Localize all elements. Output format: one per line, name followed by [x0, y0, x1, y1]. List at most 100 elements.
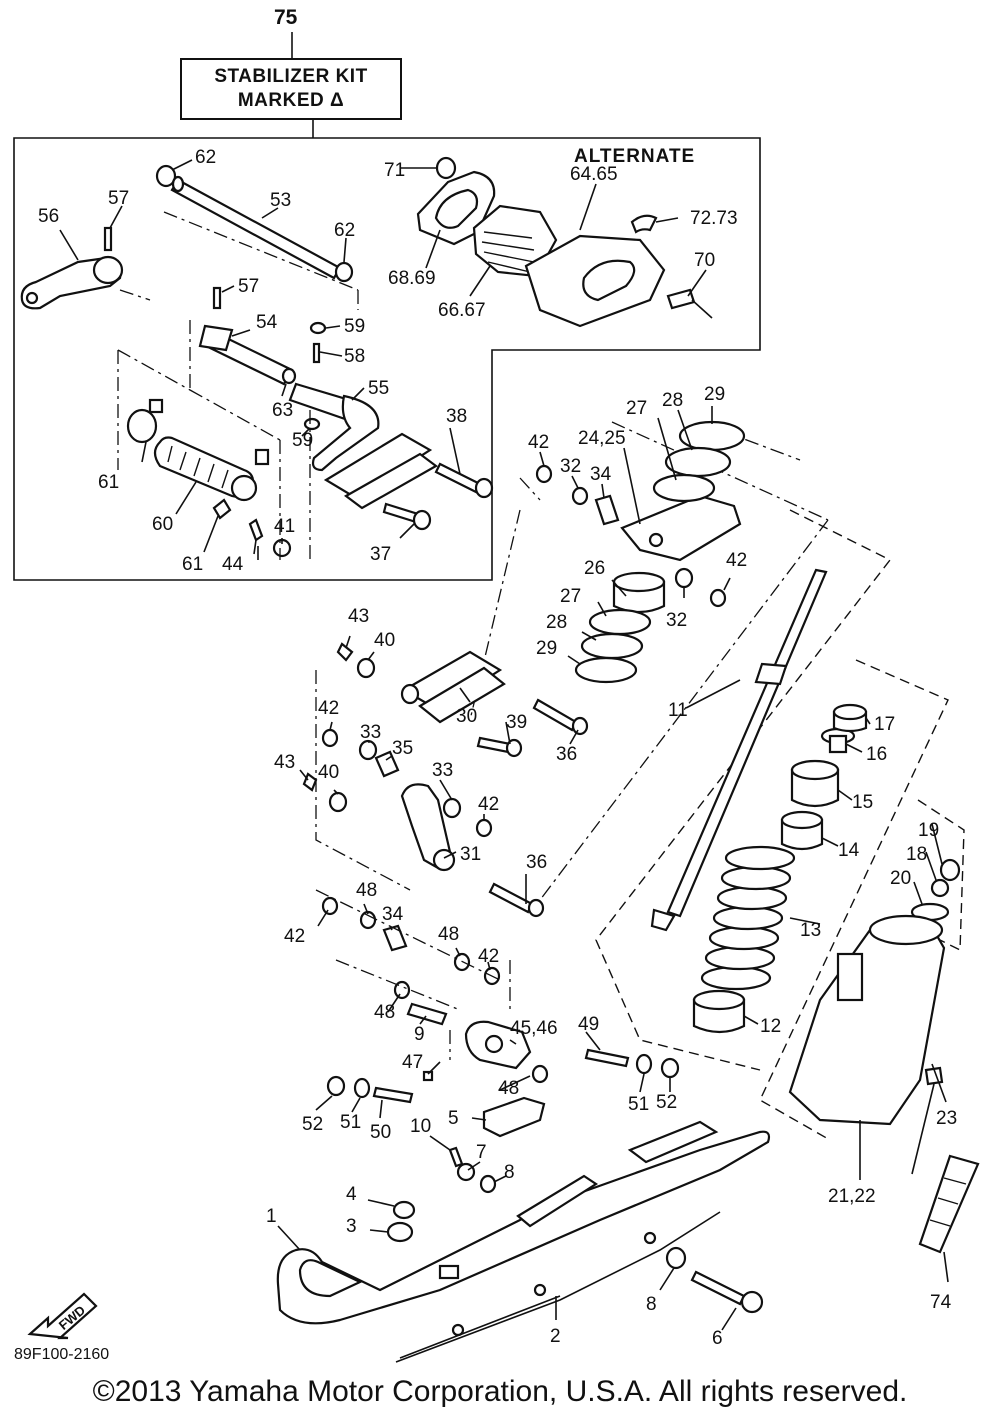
callout-26: 26: [584, 558, 605, 579]
washer-3: [386, 1221, 414, 1243]
callout-57-b: 57: [238, 276, 259, 297]
bushing-48-d: [531, 1064, 549, 1084]
nut-7: [456, 1162, 476, 1182]
callout-43: 43: [348, 606, 369, 627]
ring-28-top: [664, 446, 732, 478]
stabilizer-kit-box: [13, 137, 761, 581]
callout-36: 36: [556, 744, 577, 765]
shaft-53-end: [171, 175, 185, 193]
callout-51: 51: [628, 1094, 649, 1115]
bracket-68-69-slot: [434, 188, 479, 229]
callout-21-22: 21,22: [828, 1186, 876, 1207]
bolt-37: [382, 502, 420, 524]
callout-71: 71: [384, 160, 405, 181]
callout-45-46: 45,46: [510, 1018, 558, 1039]
callout-23: 23: [936, 1108, 957, 1129]
ski-1-tip-loop: [298, 1259, 363, 1298]
bolt-36-b: [488, 882, 534, 914]
ski-1-hole: [438, 1264, 460, 1280]
washer-42-d: [475, 818, 493, 838]
diagram-code: 89F100-2160: [14, 1346, 110, 1363]
callout-2: 2: [550, 1326, 561, 1347]
bolt-6-head: [740, 1290, 764, 1314]
bushing-60-end: [230, 474, 258, 502]
shock-leader-lines: [685, 679, 871, 1025]
strap-line: [911, 1083, 935, 1175]
callout-56: 56: [38, 206, 59, 227]
washer-62-right: [334, 261, 354, 283]
main-leader-lines-3: [317, 903, 601, 1183]
bushing-33-a: [358, 739, 378, 761]
shaft-53: [170, 178, 342, 280]
copyright-notice: ©2013 Yamaha Motor Corporation, U.S.A. A…: [92, 1375, 908, 1408]
nut-4: [392, 1200, 416, 1220]
washer-42-e: [321, 896, 339, 916]
callout-4: 4: [346, 1184, 357, 1205]
clamp-61-b: [212, 498, 232, 520]
bushing-32-a: [571, 486, 589, 506]
bolt-39: [476, 736, 512, 754]
callout-48: 48: [356, 880, 377, 901]
bolt-39-head: [505, 738, 523, 758]
callout-63: 63: [272, 400, 293, 421]
spring-13-coil-5: [716, 885, 788, 911]
main-guide-lines-2: [315, 670, 511, 1060]
washer-51-b: [353, 1077, 371, 1099]
main-leader-lines-1: [539, 406, 731, 665]
washer-51-a: [635, 1053, 653, 1075]
shock-body-21-22: [788, 916, 946, 1126]
callout-13: 13: [800, 920, 821, 941]
plate-74: [918, 1154, 980, 1254]
kit-guide-lines-2: [117, 320, 311, 560]
shock-dashed-outline-2: [759, 659, 949, 1141]
block-24-25: [620, 494, 742, 562]
ring-27-top: [652, 473, 716, 503]
callout-28: 28: [662, 390, 683, 411]
callout-40-b: 40: [318, 762, 339, 783]
callout-42-b: 42: [726, 550, 747, 571]
callout-43-b: 43: [274, 752, 295, 773]
callout-32-b: 32: [666, 610, 687, 631]
washer-42-a: [535, 464, 553, 484]
callout-42-c: 42: [318, 698, 339, 719]
callout-62-b: 62: [334, 220, 355, 241]
clip-10: [448, 1146, 464, 1168]
callout-17: 17: [874, 714, 895, 735]
bushing-48-c: [393, 980, 411, 1000]
callout-24-25: 24,25: [578, 428, 626, 449]
pin-47: [422, 1070, 434, 1082]
callout-57: 57: [108, 188, 129, 209]
callout-58: 58: [344, 346, 365, 367]
callout-61-b: 61: [182, 554, 203, 575]
callout-74: 74: [930, 1292, 952, 1313]
clamp-61-a: [126, 408, 158, 444]
ski-1-slot: [516, 1174, 599, 1228]
callout-64-65: 64.65: [570, 164, 618, 185]
callout-7: 7: [476, 1142, 487, 1163]
main-leader-lines-4: [277, 1073, 737, 1331]
kit-number: 75: [274, 6, 298, 29]
callout-44: 44: [222, 554, 244, 575]
callout-47: 47: [402, 1052, 423, 1073]
callout-8-b: 8: [646, 1294, 657, 1315]
callout-33: 33: [360, 722, 381, 743]
callout-30: 30: [456, 706, 477, 727]
shock-rod-11-collar: [754, 662, 788, 686]
block-5: [482, 1096, 546, 1138]
alt-leader-lines: [400, 167, 707, 297]
callout-35: 35: [392, 738, 413, 759]
callout-66-67: 66.67: [438, 300, 486, 321]
callout-48-c: 48: [374, 1002, 395, 1023]
washer-8-a: [479, 1174, 497, 1194]
callout-5: 5: [448, 1108, 459, 1129]
ski-1-slot-2: [627, 1120, 719, 1164]
callout-42-d: 42: [478, 794, 499, 815]
callout-53: 53: [270, 190, 291, 211]
ring-63: [281, 367, 297, 385]
spindle-hole: [484, 1034, 504, 1054]
callout-29: 29: [704, 384, 725, 405]
callout-50: 50: [370, 1122, 391, 1143]
arm-56-hole: [25, 291, 39, 305]
link-30-hole: [400, 683, 420, 705]
